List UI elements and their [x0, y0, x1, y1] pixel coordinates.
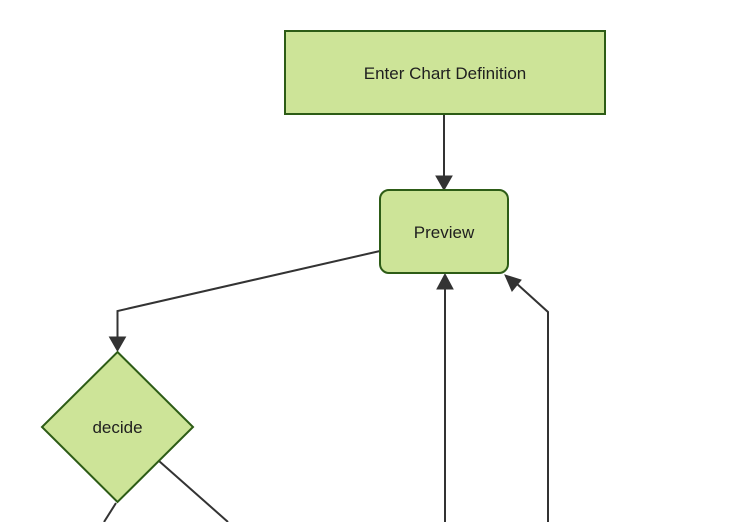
edge-decide-to-bottom-left-line	[103, 502, 117, 522]
edge-bottom-right-to-preview-line	[515, 282, 549, 522]
edge-bottom-right-to-preview	[504, 274, 549, 522]
node-decide: decide	[40, 350, 195, 504]
node-preview: Preview	[379, 189, 509, 274]
edge-decide-to-bottom-right-line	[158, 460, 229, 522]
node-decide-label: decide	[92, 418, 142, 437]
node-enter-chart-definition-label: Enter Chart Definition	[364, 64, 527, 83]
edge-preview-to-decide-arrowhead-icon	[108, 336, 127, 353]
node-enter-chart-definition-shape	[284, 30, 606, 115]
edge-preview-to-decide-line	[116, 250, 381, 339]
edge-bottom-center-to-preview-arrowhead-icon	[436, 272, 454, 290]
node-enter-chart-definition: Enter Chart Definition	[284, 30, 606, 115]
edge-enter-to-preview	[435, 114, 453, 192]
edge-enter-to-preview-arrowhead-icon	[435, 175, 453, 192]
node-preview-label: Preview	[414, 223, 475, 242]
node-decide-shape	[40, 350, 195, 504]
edge-bottom-center-to-preview	[436, 272, 454, 522]
edge-bottom-right-to-preview-arrowhead-icon	[504, 274, 522, 292]
edge-preview-to-decide	[108, 250, 381, 353]
node-preview-shape	[379, 189, 509, 274]
